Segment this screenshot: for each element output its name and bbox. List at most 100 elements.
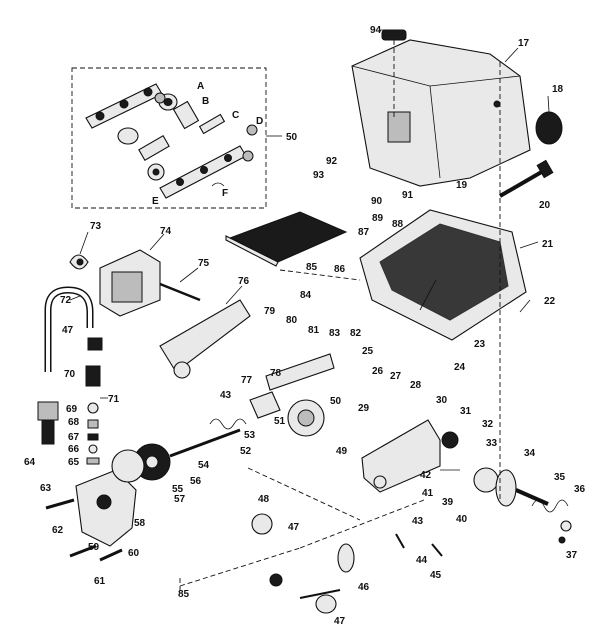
part-label: 80 — [286, 315, 298, 326]
part-label: 62 — [52, 525, 64, 536]
plate-hole — [143, 87, 153, 97]
part-65 — [86, 457, 100, 465]
base-frame — [359, 209, 527, 341]
inset-parts-box — [71, 67, 267, 209]
part-label: 19 — [456, 180, 468, 191]
nut-d — [246, 124, 258, 136]
part-label: 67 — [68, 432, 80, 443]
roller-a — [172, 100, 200, 130]
part-label: 90 — [371, 196, 383, 207]
gear-56-hub — [145, 455, 159, 469]
plate-hole — [95, 111, 105, 121]
nut — [242, 150, 254, 162]
alignment-line — [247, 467, 361, 521]
spring-35 — [531, 499, 569, 513]
part-label: 44 — [416, 555, 428, 566]
motor-assembly — [69, 249, 201, 317]
part-label: 69 — [66, 404, 78, 415]
part-label: 34 — [524, 448, 536, 459]
part-label: 42 — [420, 470, 432, 481]
part-label: C — [232, 110, 239, 121]
washer-36 — [560, 520, 572, 532]
part-label: 31 — [460, 406, 472, 417]
part-label: 47 — [288, 522, 300, 533]
bracket-78 — [265, 353, 335, 391]
part-label: 74 — [160, 226, 172, 237]
washer-69 — [87, 402, 99, 414]
shaft-left — [138, 135, 170, 161]
part-label: 36 — [574, 484, 586, 495]
part-label: 63 — [40, 483, 52, 494]
part-label: 48 — [258, 494, 270, 505]
part-label: 43 — [412, 516, 424, 527]
part-label: 66 — [68, 444, 80, 455]
part-label: 21 — [542, 239, 554, 250]
part-46 — [337, 543, 355, 573]
nozzle-assembly — [37, 337, 103, 465]
knob-18 — [535, 111, 563, 145]
part-label: 35 — [554, 472, 566, 483]
pin-37 — [558, 536, 566, 544]
part-label: 40 — [456, 514, 468, 525]
part-label: 56 — [190, 476, 202, 487]
part-label: 53 — [244, 430, 256, 441]
screw-60 — [99, 548, 123, 562]
shaft-53 — [169, 428, 241, 458]
shaft-34 — [515, 488, 549, 506]
part-label: 52 — [240, 446, 252, 457]
nut-47-bottom — [315, 594, 337, 614]
part-label: 37 — [566, 550, 578, 561]
part-label: 33 — [486, 438, 498, 449]
part-label: 83 — [329, 328, 341, 339]
part-label: 89 — [372, 213, 384, 224]
part-label: F — [222, 188, 228, 199]
part-label: B — [202, 96, 209, 107]
part-label: 46 — [358, 582, 370, 593]
part-label: 25 — [362, 346, 374, 357]
roller-b-bore — [163, 98, 173, 106]
carriage-30-wheel — [373, 475, 387, 489]
spring-52 — [209, 418, 247, 430]
part-label: 24 — [454, 362, 466, 373]
part-label: 47 — [334, 616, 346, 627]
base-frame-mesh — [379, 223, 509, 321]
motor-core — [111, 271, 143, 303]
disc-57 — [111, 449, 145, 483]
part-label: 77 — [241, 375, 253, 386]
pump-port — [96, 494, 112, 510]
plate-hole — [176, 178, 184, 186]
part-label: 47 — [62, 325, 74, 336]
part-label: 32 — [482, 419, 494, 430]
housing-edge — [429, 85, 441, 179]
part-label: 81 — [308, 325, 320, 336]
carriage-76 — [159, 299, 251, 373]
part-label: 73 — [90, 221, 102, 232]
hose-inner — [46, 287, 92, 372]
part-label: 57 — [174, 494, 186, 505]
part-label: 70 — [64, 369, 76, 380]
inset-border — [71, 67, 267, 209]
part-label: 54 — [198, 460, 210, 471]
nut-47-mid — [251, 513, 273, 535]
knob-94 — [381, 29, 407, 41]
part-label: 60 — [128, 548, 140, 559]
screw-59 — [69, 544, 97, 558]
part-label: D — [256, 116, 263, 127]
part-label: 50 — [330, 396, 342, 407]
part-label: 28 — [410, 380, 422, 391]
fitting-left-47 — [37, 401, 59, 421]
leader-lines — [69, 29, 550, 471]
part-label: 94 — [370, 25, 382, 36]
part-label: 17 — [518, 38, 530, 49]
part-label: 30 — [436, 395, 448, 406]
part-label: 84 — [300, 290, 312, 301]
housing-hole — [493, 100, 501, 108]
screw-f — [211, 182, 225, 187]
part-label: 85 — [306, 262, 318, 273]
part-label: 26 — [372, 366, 384, 377]
housing-body — [351, 39, 531, 187]
carriage-30 — [361, 419, 441, 493]
top-housing-cover — [351, 29, 563, 187]
part-label: 88 — [392, 219, 404, 230]
